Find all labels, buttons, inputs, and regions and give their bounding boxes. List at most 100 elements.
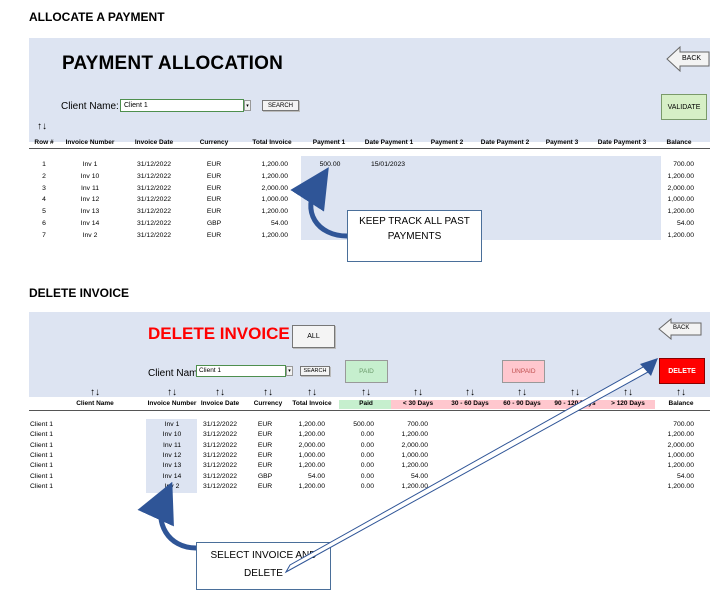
invoice-date: 31/12/2022 [202, 421, 238, 428]
column-header: Total Invoice [252, 139, 292, 146]
date-payment-1: 15/01/2023 [370, 161, 406, 168]
total-invoice: 1,200.00 [261, 172, 288, 180]
search-button[interactable]: SEARCH [262, 100, 299, 111]
chevron-down-icon-2[interactable]: ▾ [286, 366, 293, 376]
under-30-days: 1,200.00 [401, 462, 428, 470]
sort-icon: ↑↓ [263, 387, 273, 398]
column-header: Client Name [76, 400, 114, 407]
total-invoice: 2,000.00 [298, 441, 325, 449]
client-name-combobox-2[interactable]: Client 1 [196, 365, 286, 377]
invoice-date: 31/12/2022 [202, 472, 238, 480]
client-name-value-2: Client 1 [199, 367, 222, 374]
balance: 700.00 [673, 421, 694, 428]
header-underline [29, 148, 710, 149]
total-invoice: 1,200.00 [261, 231, 288, 239]
currency: GBP [206, 220, 222, 227]
total-invoice: 1,200.00 [261, 161, 288, 168]
currency: EUR [257, 441, 273, 449]
paid-filter-button[interactable]: PAID [345, 360, 388, 383]
paid-amount: 0.00 [360, 462, 374, 470]
arrow-to-delete-button [284, 365, 649, 574]
back-button-2[interactable]: BACK [658, 317, 702, 341]
header-underline-2 [29, 410, 710, 411]
sort-icon: ↑↓ [167, 387, 177, 398]
validate-button[interactable]: VALIDATE [661, 94, 707, 120]
row-number: 5 [42, 208, 46, 216]
column-header: Invoice Number [147, 400, 197, 407]
balance: 1,000.00 [667, 451, 694, 459]
back-arrow-icon [666, 45, 710, 73]
currency: EUR [257, 482, 273, 490]
unpaid-filter-button[interactable]: UNPAID [502, 360, 545, 383]
sort-icon: ↑↓ [623, 387, 633, 398]
currency: EUR [257, 421, 273, 428]
delete-button[interactable]: DELETE [659, 358, 705, 384]
total-invoice: 1,200.00 [298, 462, 325, 470]
search-button-2[interactable]: SEARCH [300, 366, 330, 376]
sort-icon: ↑↓ [215, 387, 225, 398]
total-invoice: 1,200.00 [261, 208, 288, 216]
total-invoice: 1,200.00 [298, 482, 325, 490]
total-invoice: 1,200.00 [298, 431, 325, 439]
invoice-number: Inv 12 [162, 451, 182, 459]
under-30-days: 1,200.00 [401, 431, 428, 439]
client-name: Client 1 [30, 482, 54, 490]
column-header: Currency [199, 139, 229, 146]
paid-amount: 0.00 [360, 472, 374, 480]
under-30-days: 1,000.00 [401, 451, 428, 459]
client-name-value: Client 1 [124, 102, 148, 109]
total-invoice: 1,200.00 [298, 421, 325, 428]
page-title: PAYMENT ALLOCATION [62, 53, 284, 74]
invoice-date: 31/12/2022 [136, 172, 172, 180]
sort-icon[interactable]: ↑↓ [37, 121, 47, 132]
balance: 700.00 [673, 161, 694, 168]
all-button[interactable]: ALL [292, 325, 335, 348]
invoice-number: Inv 14 [80, 220, 100, 227]
under-30-days: 54.00 [410, 472, 428, 480]
column-header: Payment 2 [430, 139, 464, 146]
invoice-date: 31/12/2022 [202, 441, 238, 449]
invoice-date: 31/12/2022 [136, 161, 172, 168]
total-invoice: 2,000.00 [261, 184, 288, 192]
invoice-number: Inv 10 [80, 172, 100, 180]
invoice-number: Inv 11 [162, 441, 181, 449]
invoice-date: 31/12/2022 [202, 431, 238, 439]
client-name: Client 1 [30, 472, 54, 480]
column-header: Balance [668, 400, 694, 407]
row-number: 3 [42, 184, 46, 192]
under-30-days: 700.00 [407, 421, 428, 428]
under-30-days: 2,000.00 [401, 441, 428, 449]
column-header: Invoice Number [65, 139, 115, 146]
column-header: Row # [34, 139, 54, 146]
chevron-down-icon[interactable]: ▾ [244, 100, 251, 111]
sort-icon: ↑↓ [676, 387, 686, 398]
invoice-date: 31/12/2022 [202, 482, 238, 490]
section-heading-allocate: ALLOCATE A PAYMENT [29, 10, 165, 24]
currency: EUR [257, 431, 273, 439]
sort-icon: ↑↓ [413, 387, 423, 398]
balance: 54.00 [676, 472, 694, 480]
sort-icon: ↑↓ [517, 387, 527, 398]
balance: 1,200.00 [667, 431, 694, 439]
callout-keep-track: KEEP TRACK ALL PAST PAYMENTS [347, 210, 482, 262]
row-number: 2 [42, 172, 46, 180]
column-header: Date Payment 2 [480, 139, 530, 146]
back-button[interactable]: BACK [666, 45, 710, 73]
column-header: > 120 Days [601, 400, 655, 409]
client-name-combobox[interactable]: Client 1 [120, 99, 244, 112]
balance: 1,200.00 [667, 462, 694, 470]
column-header: Date Payment 1 [364, 139, 414, 146]
column-header: 60 - 90 Days [495, 400, 549, 409]
invoice-number: Inv 10 [162, 431, 182, 439]
paid-amount: 0.00 [360, 482, 374, 490]
invoice-date: 31/12/2022 [136, 220, 172, 227]
balance: 54.00 [676, 220, 694, 227]
invoice-number: Inv 13 [162, 462, 182, 470]
paid-amount: 0.00 [360, 451, 374, 459]
invoice-date: 31/12/2022 [136, 208, 172, 216]
section-heading-delete: DELETE INVOICE [29, 286, 130, 300]
invoice-number: Inv 11 [80, 184, 99, 192]
callout-select-delete: SELECT INVOICE AND DELETE [196, 542, 331, 590]
arrow-to-delete-head [640, 358, 658, 376]
client-name: Client 1 [30, 451, 54, 459]
